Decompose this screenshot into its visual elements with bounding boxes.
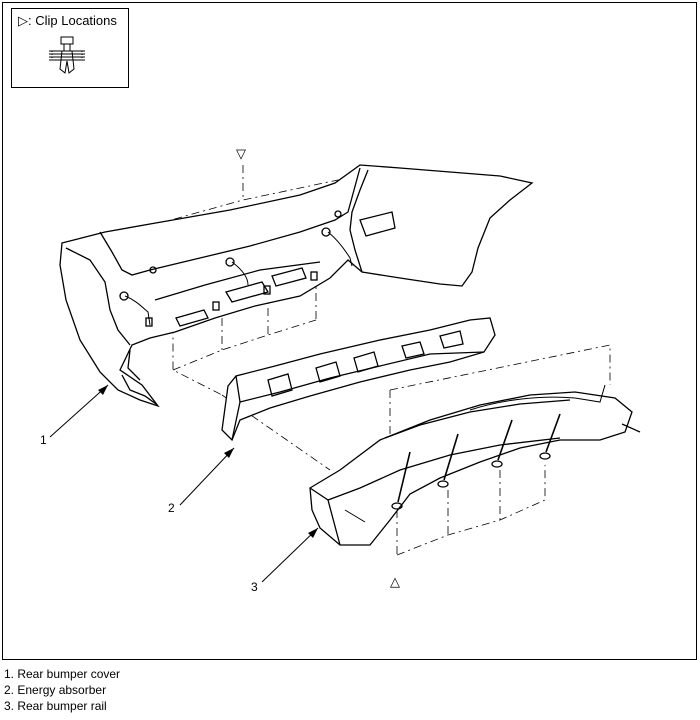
callout-1: 1 bbox=[40, 433, 47, 447]
parts-list-item: 2. Energy absorber bbox=[4, 683, 107, 697]
energy-absorber bbox=[221, 317, 496, 442]
bumper-exploded-view bbox=[49, 164, 641, 583]
rear-bumper-rail bbox=[309, 384, 641, 546]
clip-icon bbox=[49, 36, 85, 74]
rear-bumper-cover bbox=[59, 164, 534, 408]
leader-lines bbox=[49, 384, 319, 583]
parts-list-item: 3. Rear bumper rail bbox=[4, 699, 107, 713]
alignment-lines bbox=[152, 165, 611, 556]
diagram-frame bbox=[2, 2, 697, 660]
clip-marker-top: ▽ bbox=[236, 146, 246, 161]
clip-marker-symbol: ▷ bbox=[18, 13, 28, 28]
legend-label: ▷: Clip Locations bbox=[18, 13, 117, 29]
callout-2: 2 bbox=[168, 501, 175, 515]
legend-box: ▷: Clip Locations bbox=[11, 8, 129, 88]
parts-list-item: 1. Rear bumper cover bbox=[4, 667, 121, 681]
callout-3: 3 bbox=[251, 580, 258, 594]
clip-marker-bottom: △ bbox=[390, 574, 400, 589]
legend-caption: : Clip Locations bbox=[28, 13, 117, 28]
parts-list: 1. Rear bumper cover 2. Energy absorber … bbox=[4, 666, 120, 714]
